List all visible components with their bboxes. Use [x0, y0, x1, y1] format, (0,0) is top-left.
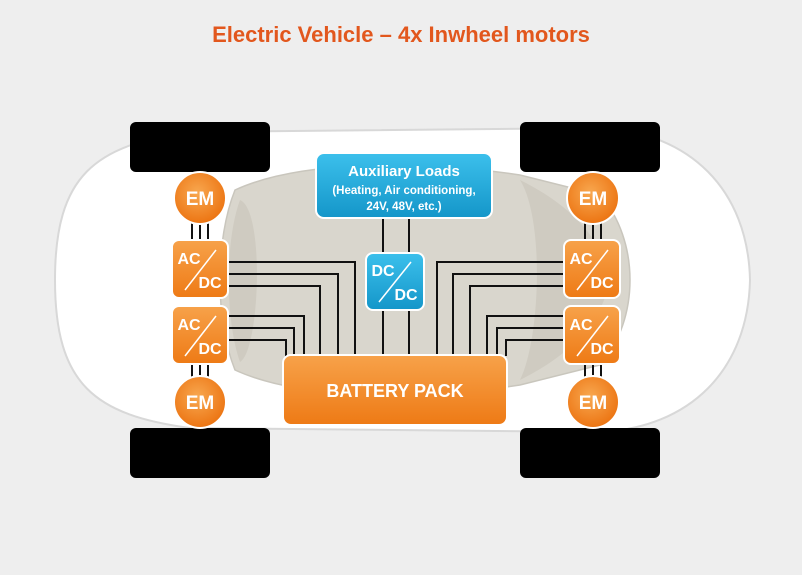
converter-dc-label: DC — [590, 275, 614, 292]
converter-ac-label: AC — [569, 251, 593, 268]
diagram-title: Electric Vehicle – 4x Inwheel motors — [212, 22, 590, 47]
auxiliary-line2: 24V, 48V, etc.) — [366, 201, 441, 213]
dcdc-converter: DC DC — [365, 252, 425, 311]
converter-rear-left-2: AC DC — [171, 305, 229, 365]
converter-dc-label: DC — [198, 341, 222, 358]
battery-label: BATTERY PACK — [326, 381, 463, 401]
tire-rear-right — [130, 428, 270, 478]
converter-ac-label: AC — [569, 317, 593, 334]
motor-label: EM — [579, 189, 608, 210]
battery-pack: BATTERY PACK — [282, 354, 508, 426]
motor-rear-right: EM — [173, 375, 227, 429]
converter-rear-left: AC DC — [171, 239, 229, 299]
converter-front-2: AC DC — [563, 305, 621, 365]
converter-ac-label: AC — [177, 251, 201, 268]
motor-label: EM — [186, 393, 215, 414]
converter-dc-label: DC — [590, 341, 614, 358]
motor-front-right: EM — [566, 375, 620, 429]
converter-ac-label: AC — [177, 317, 201, 334]
converter-dc-label: DC — [198, 275, 222, 292]
motor-rear-left: EM — [173, 171, 227, 225]
auxiliary-title: Auxiliary Loads — [348, 163, 460, 180]
tire-front-right — [520, 428, 660, 478]
dcdc-bottom-label: DC — [394, 287, 418, 304]
tires — [130, 122, 660, 478]
dcdc-top-label: DC — [371, 263, 395, 280]
auxiliary-line1: (Heating, Air conditioning, — [332, 185, 475, 197]
rear-window — [228, 200, 257, 362]
motor-front-left: EM — [566, 171, 620, 225]
tire-rear-left — [130, 122, 270, 172]
motor-label: EM — [186, 189, 215, 210]
auxiliary-loads-box: Auxiliary Loads (Heating, Air conditioni… — [315, 152, 493, 219]
tire-front-left — [520, 122, 660, 172]
motor-label: EM — [579, 393, 608, 414]
converter-front-1: AC DC — [563, 239, 621, 299]
